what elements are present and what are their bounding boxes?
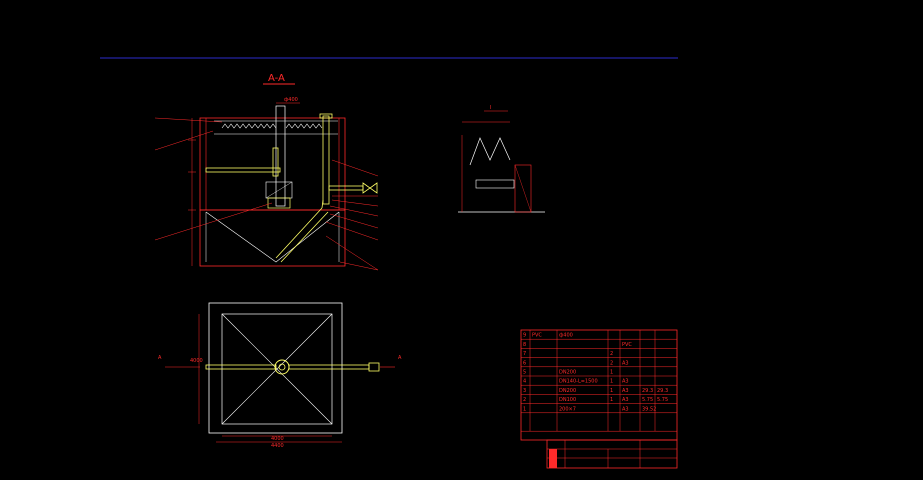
plan-dim-inner: 4000 [271,436,284,442]
leader-right-5 [329,213,379,229]
bom-cell-no: 1 [523,406,526,412]
bom-cell-no: 8 [523,342,526,348]
detail-wall-hatch [514,164,532,213]
plan-view: A A 4000 4400 4000 [158,302,402,449]
leader-right-6 [325,221,379,241]
diag-pipe-b [280,211,329,263]
detail-wall [514,164,532,213]
bom-cell-qty: 1 [610,397,613,403]
plan-center-ring [274,359,290,375]
top-dim-label: ф400 [284,97,298,103]
hopper-slope [205,211,340,263]
bom-cell-mat: PVC [622,342,632,348]
plan-outer [208,302,343,434]
leader-right-3 [331,199,379,207]
bom-cell-w1: 39.52 [642,406,656,412]
bom-cell-no: 9 [523,333,526,339]
plan-center-core [278,363,286,371]
detail-trough [475,179,515,189]
plan-diag-2 [221,313,333,425]
bom-cell-spec: ф400 [559,333,573,339]
bom-cell-mat: A3 [622,397,629,403]
bom-cell-spec: DN200 [559,388,576,394]
center-base [267,197,291,209]
bom-cell-mat: A3 [622,360,629,366]
leader-left-2 [154,130,214,151]
cut-label-right: A [398,355,402,361]
bom-cell-spec: DN140-L=1500 [559,379,598,385]
diag-pipe-a [275,207,323,259]
bom-cell-w2: 29.3 [657,388,668,394]
bom-cell-spec: 200×7 [559,406,576,412]
valve-icon [362,182,371,194]
cut-label-left: A [158,355,162,361]
section-title: A-A [268,73,285,84]
bom-cell-w2: 5.75 [657,397,668,403]
plan-inlet-pipe [205,364,277,370]
detail-weir-teeth [469,137,511,166]
bom-cell-qty: 1 [610,370,613,376]
diag-pipe-c [321,199,324,209]
hopper-box [199,209,346,267]
bom-cell-mat: A3 [622,379,629,385]
bom-cell-no: 5 [523,370,526,376]
section-a-a: A-A ф400 [154,73,379,271]
inlet-pipe-vertical [272,147,279,177]
bom-cell-qty: 1 [610,388,613,394]
sludge-pipe [328,185,364,191]
plan-outlet-pipe [288,364,370,370]
bom-cell-qty: 2 [610,351,613,357]
bom-cell-no: 2 [523,397,526,403]
bom-cell-no: 6 [523,360,526,366]
bom-cell-w1: 5.75 [642,397,653,403]
leader-right-1 [331,159,379,177]
bom-cell-no: 7 [523,351,526,357]
bom-cell-qty: 1 [610,379,613,385]
leader-right-7b [339,261,379,271]
valve-icon-b [369,182,378,194]
plan-valve [368,362,380,372]
outlet-riser [322,115,330,205]
title-block-stamp [549,449,557,468]
bom-cell-qty: 2 [610,360,613,366]
plan-dim-left: 4000 [190,358,203,364]
detail-i: I [458,105,545,213]
bom-cell-no: 3 [523,388,526,394]
inlet-pipe [205,167,281,173]
bom-cell-spec: DN100 [559,397,576,403]
leader-left-3 [154,202,273,241]
plan-dim-outer: 4400 [271,443,284,449]
central-well [275,105,286,207]
title-block [546,439,678,469]
detail-label: I [490,105,491,111]
bom-cell-mat: A3 [622,388,629,394]
weir-zigzag-right [285,123,323,129]
leader-right-4 [329,205,379,217]
outlet-riser-top [319,113,333,119]
center-cone-hatch [265,181,293,199]
bom-cell-no: 4 [523,379,526,385]
bom-cell-w1: 29.3 [642,388,653,394]
weir-zigzag [221,123,277,129]
bom-cell-mat: A3 [622,406,629,412]
bom-cell-name: PVC [532,333,542,339]
leader-right-7 [325,235,379,271]
bom-cell-spec: DN200 [559,370,576,376]
leader-left-1 [154,117,223,123]
